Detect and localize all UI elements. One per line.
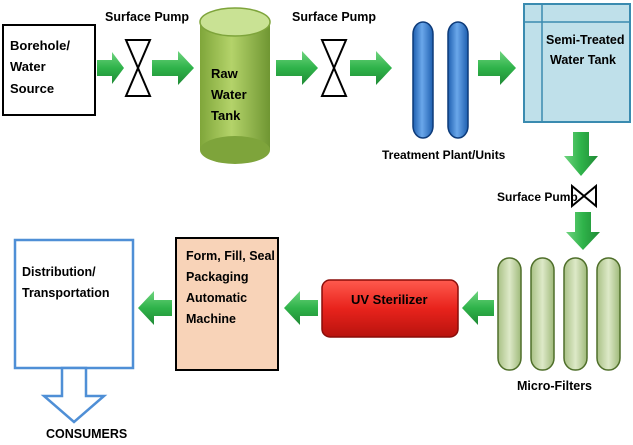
surface-pump-label: Surface Pump xyxy=(292,10,376,24)
surface-pump-label: Surface Pump xyxy=(497,190,578,204)
flow-arrow-down xyxy=(564,132,598,176)
micro-filters xyxy=(497,257,621,371)
flow-arrow-left xyxy=(462,291,494,325)
treatment-filter-1 xyxy=(412,21,434,139)
semi-tank-label: Semi-Treated Water Tank xyxy=(546,33,628,67)
flow-arrow-left xyxy=(138,291,172,325)
surface-pump-label: Surface Pump xyxy=(105,10,189,24)
flow-arrow xyxy=(152,51,194,85)
valve-icon xyxy=(571,183,597,209)
flow-arrow xyxy=(276,51,318,85)
valve-icon xyxy=(124,39,152,97)
flow-arrow xyxy=(97,52,124,84)
flow-arrow xyxy=(350,51,392,85)
packaging-machine-box xyxy=(175,237,279,371)
semi-treated-tank xyxy=(523,3,631,123)
flow-arrow-left xyxy=(284,291,318,325)
distribution-box xyxy=(13,238,135,370)
uv-sterilizer xyxy=(321,279,459,338)
flow-arrow xyxy=(478,51,516,85)
distribution-label: Distribution/ Transportation xyxy=(22,265,110,300)
treatment-filter-2 xyxy=(447,21,469,139)
borehole-box xyxy=(2,24,96,116)
valve-icon xyxy=(320,39,348,97)
uv-sterilizer-label: UV Sterilizer xyxy=(351,292,428,307)
treatment-plant-label: Treatment Plant/Units xyxy=(382,148,506,162)
outflow-arrow-down xyxy=(40,366,108,424)
micro-filters-label: Micro-Filters xyxy=(517,379,592,393)
borehole-label: Borehole/ Water Source xyxy=(10,38,74,96)
raw-tank-label: Raw Water Tank xyxy=(211,66,250,123)
raw-water-tank xyxy=(199,7,271,164)
consumers-label: CONSUMERS xyxy=(46,427,127,441)
flow-arrow-down xyxy=(566,212,600,250)
packaging-label: Form, Fill, Seal Packaging Automatic Mac… xyxy=(186,249,278,326)
